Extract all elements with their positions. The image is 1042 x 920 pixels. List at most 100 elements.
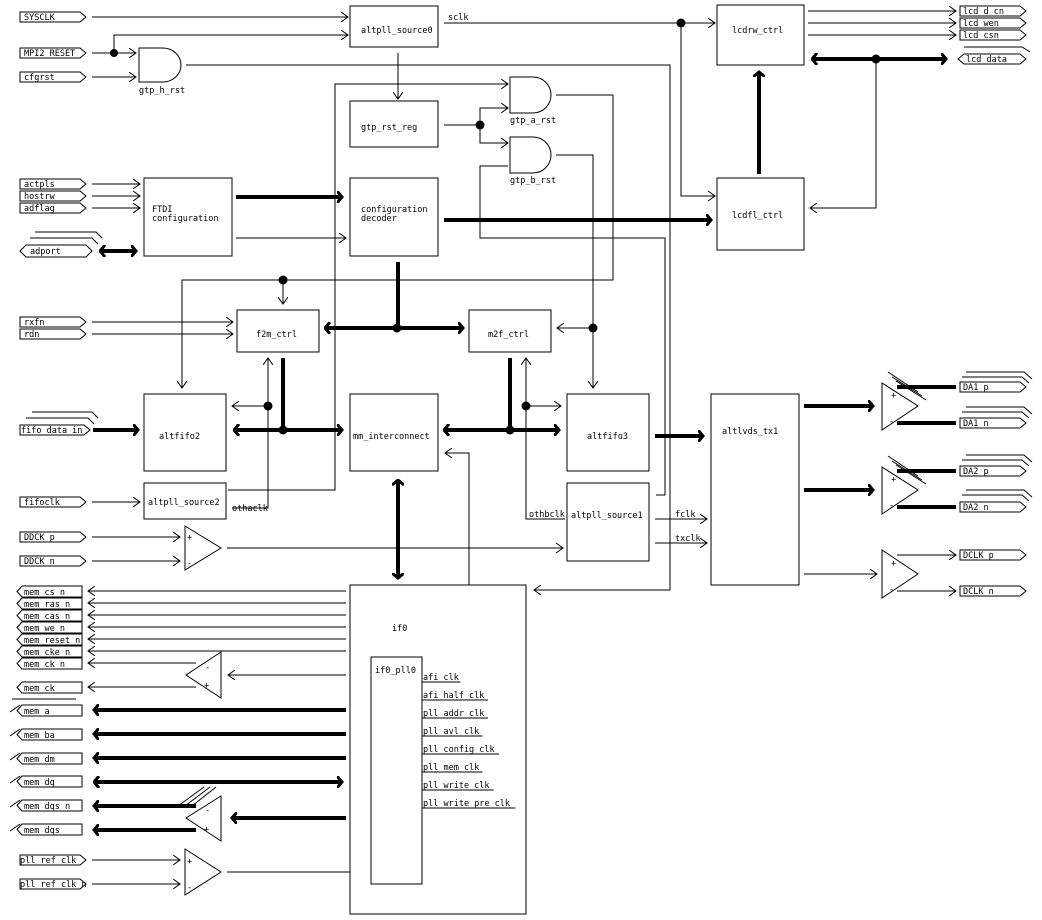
- minus-sign: -: [205, 663, 210, 673]
- junction-dot: [521, 401, 531, 411]
- memory-pins: mem cs n mem ras n mem cas n mem we n me…: [9, 585, 83, 836]
- block-f2m-ctrl[interactable]: f2m_ctrl: [236, 309, 320, 353]
- pin-label: lcd d cn: [963, 7, 1004, 17]
- pin-label: pll ref clk: [20, 856, 76, 866]
- buffer-triangle-icon: [881, 549, 919, 599]
- junction-dot: [505, 425, 515, 435]
- block-altfifo3[interactable]: altfifo3: [566, 393, 650, 472]
- pin-actpls[interactable]: actpls: [19, 178, 87, 190]
- gates: gtp_h_rst gtp_a_rst gtp_b_rst: [138, 47, 556, 186]
- block-altlvds-tx1[interactable]: altlvds_tx1: [710, 393, 800, 586]
- pin-mpi2-reset[interactable]: MPI2 RESET: [19, 47, 87, 59]
- wire-mpi2-reset-branch: [113, 35, 348, 53]
- pin-dclk-p[interactable]: DCLK p: [959, 549, 1027, 561]
- wire-rstreg-to-gtp-b: [479, 125, 508, 143]
- pin-pll-ref-clk-n[interactable]: pll ref clk n: [19, 878, 87, 890]
- gate-gtp-b-rst[interactable]: gtp_b_rst: [509, 136, 556, 186]
- gate-label: gtp_a_rst: [510, 116, 556, 126]
- plus-sign: +: [891, 391, 896, 401]
- pin-lcd-csn[interactable]: lcd csn: [959, 29, 1027, 41]
- pin-label: fifo data in: [21, 426, 82, 436]
- block-gtp-rst-reg[interactable]: gtp_rst_reg: [349, 100, 439, 148]
- pin-label: cfgrst: [24, 73, 55, 83]
- block-altpll-source0[interactable]: altpll_source0: [349, 5, 439, 48]
- minus-sign: -: [205, 806, 210, 816]
- block-mm-interconnect[interactable]: mm_interconnect: [349, 393, 439, 472]
- plus-sign: +: [187, 533, 192, 543]
- pin-adflag[interactable]: adflag: [19, 202, 87, 214]
- pin-mem-cke-n[interactable]: mem cke n: [16, 645, 83, 658]
- block-label: lcdrw_ctrl: [732, 26, 783, 36]
- pin-mem-dq[interactable]: mem dq: [9, 775, 83, 788]
- pin-mem-ba[interactable]: mem ba: [9, 728, 83, 741]
- buffer-mem-dqs: - +: [177, 786, 222, 842]
- pin-hostrw[interactable]: hostrw: [19, 190, 87, 202]
- block-altpll-source1[interactable]: altpll_source1: [566, 482, 650, 562]
- buffer-ddck: + -: [184, 525, 222, 571]
- pin-mem-cs-n[interactable]: mem cs n: [16, 585, 83, 598]
- pin-label: mem ck: [24, 684, 55, 694]
- plus-sign: +: [204, 681, 209, 691]
- pin-mem-a[interactable]: mem a: [9, 698, 83, 717]
- block-label: configuration: [152, 214, 219, 224]
- pin-label: mem ba: [24, 731, 55, 741]
- net-labels: sclk othaclk othbclk fclk txclk: [232, 13, 701, 544]
- pin-da2-n[interactable]: DA2 n: [959, 489, 1033, 513]
- minus-sign: -: [187, 559, 192, 569]
- block-if0-pll0[interactable]: if0_pll0: [370, 656, 423, 885]
- gate-gtp-a-rst[interactable]: gtp_a_rst: [509, 76, 556, 126]
- pin-lcd-data[interactable]: lcd data: [957, 46, 1031, 65]
- pin-da2-p[interactable]: DA2 p: [959, 454, 1033, 477]
- pin-pll-ref-clk[interactable]: pll ref clk: [19, 854, 87, 866]
- block-label: altpll_source1: [571, 511, 643, 521]
- block-lcdrw-ctrl[interactable]: lcdrw_ctrl: [716, 4, 805, 66]
- pin-mem-cas-n[interactable]: mem cas n: [16, 609, 83, 622]
- pin-mem-dqs[interactable]: mem dqs: [9, 823, 83, 836]
- pin-label: mem ras n: [24, 600, 70, 610]
- pin-cfgrst[interactable]: cfgrst: [19, 71, 87, 83]
- pin-rdn[interactable]: rdn: [19, 328, 87, 340]
- pin-ddck-p[interactable]: DDCK p: [19, 531, 87, 543]
- net-label-othbclk: othbclk: [529, 510, 565, 520]
- pin-mem-ras-n[interactable]: mem ras n: [16, 597, 83, 610]
- block-altpll-source2[interactable]: altpll_source2: [143, 482, 227, 520]
- wire-rstreg-to-gtp-a: [479, 108, 508, 125]
- pin-label: MPI2 RESET: [24, 49, 75, 59]
- block-m2f-ctrl[interactable]: m2f_ctrl: [468, 309, 552, 353]
- pin-lcd-wen[interactable]: lcd wen: [959, 17, 1027, 29]
- block-lcdfl-ctrl[interactable]: lcdfl_ctrl: [716, 177, 805, 251]
- pin-mem-ck[interactable]: mem ck: [16, 681, 83, 694]
- pin-label: DCLK p: [963, 551, 994, 561]
- pll-output-label: pll_mem_clk: [423, 763, 479, 773]
- pin-mem-reset-n[interactable]: mem reset n: [16, 633, 83, 646]
- pll-output-label: pll write pre_clk: [423, 799, 510, 809]
- junction-dot: [871, 54, 881, 64]
- pin-sysclk[interactable]: SYSCLK: [19, 11, 87, 23]
- pin-mem-ck-n[interactable]: mem ck n: [16, 657, 83, 670]
- minus-sign: -: [889, 501, 894, 511]
- pin-adport[interactable]: adport: [19, 231, 103, 258]
- pin-rxfn[interactable]: rxfn: [19, 316, 87, 328]
- input-pins: SYSCLK MPI2 RESET cfgrst actpls hostrw a…: [19, 11, 103, 890]
- pin-label: mem dq: [24, 778, 55, 788]
- block-altfifo2[interactable]: altfifo2: [143, 393, 227, 472]
- pin-label: hostrw: [24, 192, 56, 202]
- junction-dot: [110, 49, 118, 57]
- pin-mem-dm[interactable]: mem dm: [9, 752, 83, 765]
- wire-sclk-to-lcdfl: [680, 23, 715, 196]
- junction-dot: [278, 425, 288, 435]
- pin-ddck-n[interactable]: DDCK n: [19, 555, 87, 567]
- pin-dclk-n[interactable]: DCLK n: [959, 585, 1027, 597]
- pin-da1-n[interactable]: DA1 n: [959, 406, 1033, 429]
- pin-da1-p[interactable]: DA1 p: [959, 371, 1033, 393]
- pin-mem-we-n[interactable]: mem we n: [16, 621, 83, 634]
- pin-mem-dqs-n[interactable]: mem dqs n: [9, 799, 83, 812]
- block-label: FTDI: [152, 205, 172, 215]
- pin-lcd-d-cn[interactable]: lcd d cn: [959, 5, 1027, 17]
- buffer-triangle-icon: [184, 525, 222, 571]
- gate-gtp-h-rst[interactable]: gtp_h_rst: [138, 47, 185, 96]
- pin-fifo-data-in[interactable]: fifo data in: [19, 411, 99, 436]
- pin-fifoclk[interactable]: fifoclk: [19, 496, 87, 508]
